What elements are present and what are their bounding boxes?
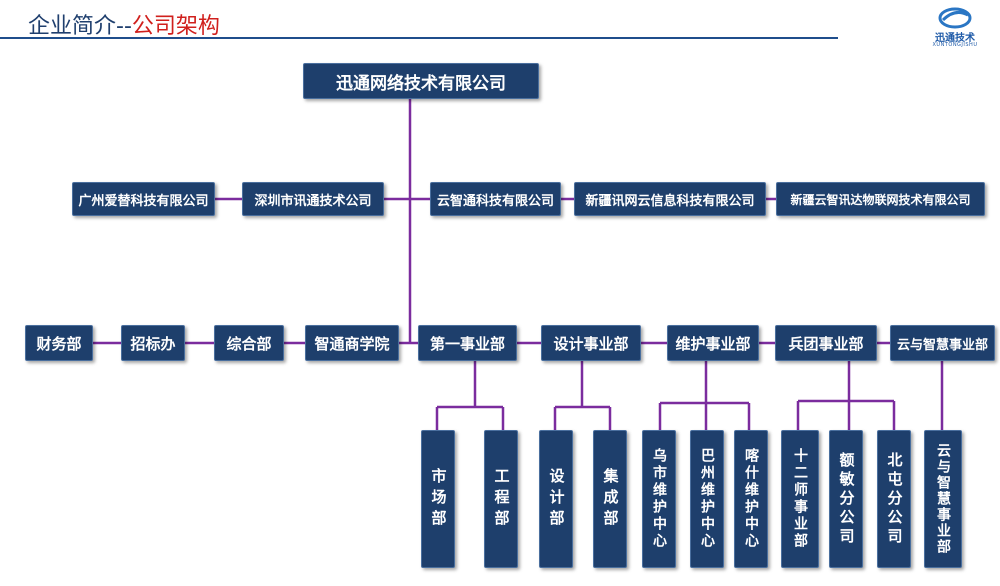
department-box: 综合部 bbox=[214, 325, 284, 361]
subsidiary-box: 深圳市讯通技术公司 bbox=[242, 182, 384, 216]
department-box: 云与智慧事业部 bbox=[890, 325, 995, 361]
sub-unit-box: 工程部 bbox=[484, 430, 518, 568]
department-box: 智通商学院 bbox=[305, 325, 399, 361]
department-box: 招标办 bbox=[121, 325, 185, 361]
logo-subtitle: XUNTONGJISHU bbox=[932, 42, 978, 48]
sub-unit-box: 市场部 bbox=[421, 430, 455, 568]
logo-name: 迅通技术 bbox=[935, 33, 975, 44]
sub-unit-box: 喀什维护中心 bbox=[734, 430, 768, 568]
sub-unit-box: 北屯分公司 bbox=[877, 430, 911, 568]
subsidiary-box: 云智通科技有限公司 bbox=[430, 182, 561, 216]
sub-unit-box: 额敏分公司 bbox=[829, 430, 863, 568]
root-company-box: 迅通网络技术有限公司 bbox=[303, 63, 539, 99]
title-prefix: 企业简介-- bbox=[28, 14, 132, 39]
sub-unit-box: 十二师事业部 bbox=[781, 430, 819, 568]
subsidiary-box: 新疆云智讯达物联网技术有限公司 bbox=[776, 182, 985, 216]
subsidiary-box: 广州爱替科技有限公司 bbox=[72, 182, 215, 216]
sub-unit-box: 集成部 bbox=[593, 430, 627, 568]
sub-unit-box: 设计部 bbox=[539, 430, 573, 568]
sub-unit-box: 乌市维护中心 bbox=[642, 430, 676, 568]
title-accent: 公司架构 bbox=[131, 14, 220, 39]
sub-unit-box: 云与智慧事业部 bbox=[924, 430, 962, 568]
company-logo: 迅通技术 XUNTONGJISHU bbox=[930, 6, 980, 48]
subsidiary-box: 新疆讯网云信息科技有限公司 bbox=[574, 182, 766, 216]
department-box: 维护事业部 bbox=[667, 325, 759, 361]
department-box: 第一事业部 bbox=[418, 325, 517, 361]
page-title: 企业简介--公司架构 bbox=[28, 8, 220, 40]
sub-unit-box: 巴州维护中心 bbox=[690, 430, 724, 568]
department-box: 设计事业部 bbox=[541, 325, 641, 361]
department-box: 兵团事业部 bbox=[775, 325, 877, 361]
department-box: 财务部 bbox=[25, 325, 93, 361]
logo-swoosh-icon bbox=[938, 7, 972, 29]
header-divider bbox=[0, 37, 838, 39]
